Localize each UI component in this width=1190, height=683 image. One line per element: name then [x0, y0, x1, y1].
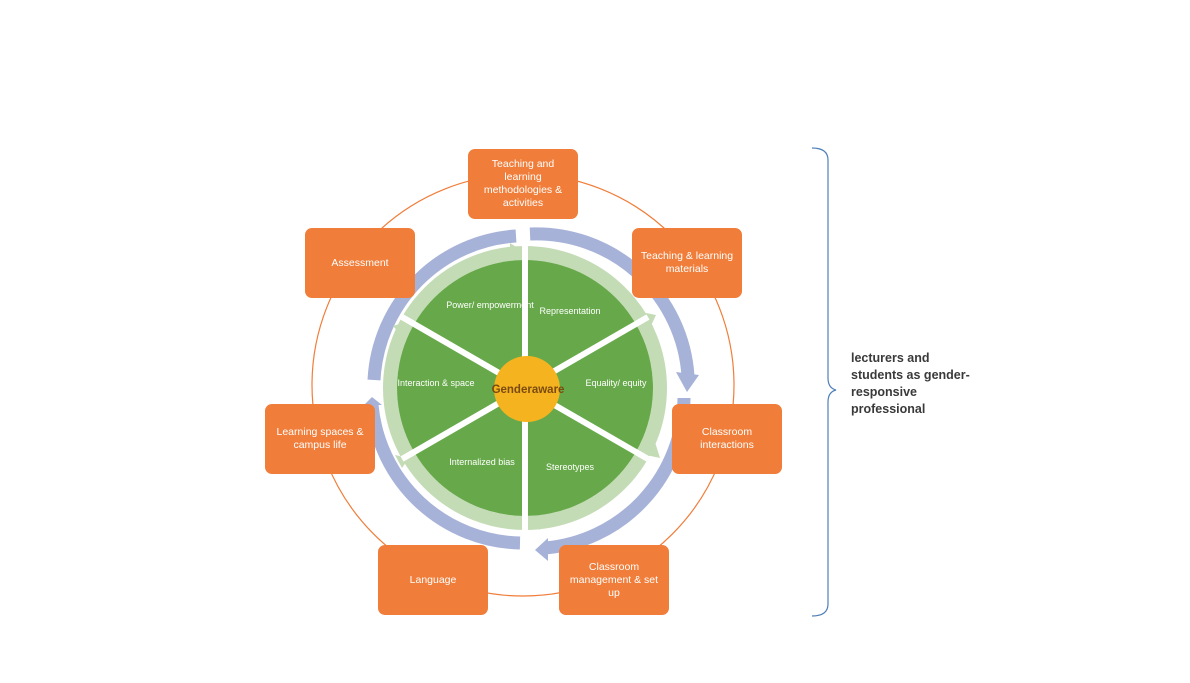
segment-label-interaction: Interaction & space — [397, 378, 475, 388]
segment-label-bias: Internalized bias — [449, 457, 515, 467]
box-language: Language — [378, 545, 488, 615]
side-bracket — [811, 147, 837, 617]
box-classroom-interactions: Classroom interactions — [672, 404, 782, 474]
light-green-arrowhead-top — [510, 243, 524, 262]
box-teaching-materials: Teaching & learning materials — [632, 228, 742, 298]
lavender-ring-left — [365, 404, 521, 550]
center-label-line-2: aware — [531, 384, 565, 396]
lavender-arrowhead-right — [676, 372, 699, 392]
side-note: lecturers and students as gender-respons… — [851, 351, 970, 416]
lavender-ring-upleft — [367, 229, 517, 381]
box-assessment: Assessment — [305, 228, 415, 298]
light-green-arrowhead-upleft — [393, 322, 406, 336]
center-label-line-1: Gender — [491, 384, 532, 396]
lavender-arrowhead-bottom — [535, 538, 548, 561]
segment-label-representation: Representation — [539, 306, 601, 316]
segment-label-power: Power/ empowerment — [446, 300, 534, 310]
lavender-arrowhead-left — [364, 397, 382, 405]
light-green-arrowhead-lowright — [646, 442, 660, 458]
light-green-arrowhead-bottom — [528, 512, 540, 530]
box-classroom-management: Classroom management & set up — [559, 545, 669, 615]
segment-label-equality: Equality/ equity — [585, 378, 647, 388]
box-teaching-methodologies: Teaching and learning methodologies & ac… — [468, 149, 578, 219]
center-hub — [494, 356, 560, 422]
segment-label-stereotypes: Stereotypes — [545, 462, 595, 472]
box-learning-spaces: Learning spaces & campus life — [265, 404, 375, 474]
